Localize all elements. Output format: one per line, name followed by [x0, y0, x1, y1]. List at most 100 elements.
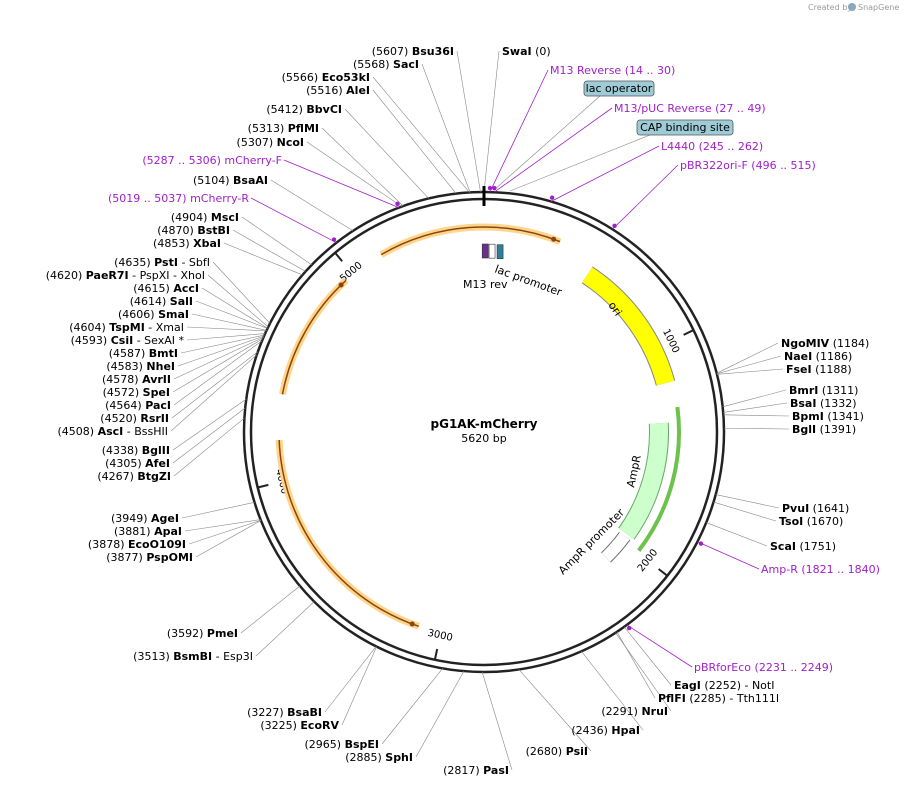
- site-position: (2680): [526, 745, 566, 758]
- site-position: (3225): [260, 719, 300, 732]
- site-name: BglII: [142, 444, 170, 457]
- site-position: (1332): [816, 397, 856, 410]
- site-name: AccI: [173, 282, 199, 295]
- site-label: (2436) HpaI: [571, 724, 640, 737]
- site-leader-line: [341, 646, 377, 726]
- site-leader-line: [723, 427, 790, 430]
- site-label: (2965) BspEI: [305, 738, 380, 751]
- site-position: (4578): [102, 373, 142, 386]
- primer-range: (1821 .. 1840): [801, 563, 880, 576]
- mcherry-arc: [278, 439, 419, 628]
- ruler-tick-label: 3000: [426, 628, 453, 644]
- cap-binding-site-box: CAP binding site: [636, 119, 734, 136]
- primer-leader-line: [250, 197, 337, 244]
- site-position: (2965): [305, 738, 345, 751]
- primer-binding-mark: [492, 186, 497, 191]
- site-label: BglI (1391): [792, 423, 856, 436]
- site-name: BsaAI: [233, 174, 268, 187]
- site-leader-line: [177, 335, 265, 367]
- site-leader-line: [172, 338, 264, 393]
- primer-label: (5287 .. 5306) mCherry-F: [142, 154, 282, 167]
- primer-leader-line: [697, 541, 760, 570]
- site-position: (2436): [571, 724, 611, 737]
- site-name: AscI: [98, 425, 124, 438]
- site-name: BsaI: [790, 397, 816, 410]
- site-name: BmtI: [149, 347, 178, 360]
- site-position: (3592): [167, 627, 207, 640]
- site-position: (5104): [193, 174, 233, 187]
- site-name: SphI: [385, 751, 413, 764]
- mcherry-arrowhead: [338, 282, 344, 288]
- site-name: FseI: [786, 363, 812, 376]
- site-leader-line: [173, 417, 245, 477]
- site-position: (2817): [443, 764, 483, 777]
- site-label: (5313) PflMI: [248, 122, 319, 135]
- site-position: (3881): [114, 525, 154, 538]
- mcherry-arrowhead: [551, 236, 557, 242]
- site-label: (4520) RsrII: [100, 412, 169, 425]
- site-leader-line: [421, 63, 471, 193]
- credit-prefix: Created by: [808, 3, 852, 12]
- ruler-tick-label: 2000: [636, 547, 660, 574]
- site-position: (1670): [803, 515, 843, 528]
- site-label: (3877) PspOMI: [106, 551, 193, 564]
- site-leader-line: [171, 351, 259, 419]
- site-labels-top: (5607) Bsu36I(5568) SacI(5566) Eco53kI(5…: [193, 45, 454, 187]
- site-position: (3878): [88, 538, 128, 551]
- site-leader-lines: [170, 50, 790, 771]
- site-leader-line: [201, 287, 268, 329]
- site-name: PstI: [154, 256, 178, 269]
- site-label: (4620) PaeR7I - PspXI - XhoI: [46, 269, 205, 282]
- primer-label: pBR322ori-F (496 .. 515): [680, 159, 816, 172]
- site-leader-line: [173, 340, 263, 406]
- site-leader-line: [723, 402, 788, 413]
- site-leader-line: [723, 414, 790, 417]
- lac-operator-box: lac operator: [583, 80, 655, 97]
- site-name: HpaI: [611, 724, 640, 737]
- site-name: SwaI: [502, 45, 532, 58]
- primer-name: pBRforEco: [694, 661, 755, 674]
- primer-range: (5019 .. 5037): [108, 192, 190, 205]
- site-name: BsmBI: [173, 650, 212, 663]
- primer-binding-mark: [487, 185, 493, 191]
- site-leader-line: [255, 601, 315, 657]
- site-name: PflMI: [288, 122, 319, 135]
- site-leader-line: [623, 626, 672, 686]
- site-name: PsiI: [566, 745, 588, 758]
- site-label: EagI (2252) - NotI: [674, 679, 774, 692]
- site-name: SalI: [170, 295, 193, 308]
- ruler-tick: [334, 252, 343, 262]
- primer-range: (245 .. 262): [699, 140, 764, 153]
- site-leader-line: [716, 368, 784, 375]
- site-label: (3949) AgeI: [111, 512, 179, 525]
- site-name: AgeI: [151, 512, 179, 525]
- site-label: (3513) BsmBI - Esp3I: [133, 650, 253, 663]
- site-label: (5566) Eco53kI: [282, 71, 370, 84]
- site-position: (3877): [106, 551, 146, 564]
- site-leader-line: [191, 313, 267, 331]
- mcherry-arrowhead: [409, 621, 415, 627]
- site-leader-line: [270, 179, 354, 232]
- site-name: BsaBI: [287, 706, 322, 719]
- site-position: (4614): [130, 295, 170, 308]
- primer-range: (14 .. 30): [625, 64, 676, 77]
- ruler-tick: [433, 648, 439, 660]
- site-label: (2885) SphI: [345, 751, 413, 764]
- site-position: (4853): [153, 237, 193, 250]
- site-leader-line: [344, 108, 429, 199]
- site-name: PmeI: [207, 627, 238, 640]
- primer-label: pBRforEco (2231 .. 2249): [694, 661, 833, 674]
- site-position: (5412): [266, 103, 306, 116]
- site-label: (4267) BtgZI: [97, 470, 171, 483]
- mcherry-arc: [281, 279, 347, 395]
- site-position: (4520): [100, 412, 140, 425]
- site-name: NgoMIV: [781, 337, 830, 350]
- ampr-highlight-arc: [637, 406, 681, 552]
- site-position: (1391): [816, 423, 856, 436]
- site-label: (4853) XbaI: [153, 237, 221, 250]
- primer-labels: M13 Reverse (14 .. 30)M13/pUC Reverse (2…: [108, 64, 880, 674]
- site-leader-line: [706, 522, 768, 547]
- site-position: (2285): [686, 692, 726, 705]
- site-position: (5566): [282, 71, 322, 84]
